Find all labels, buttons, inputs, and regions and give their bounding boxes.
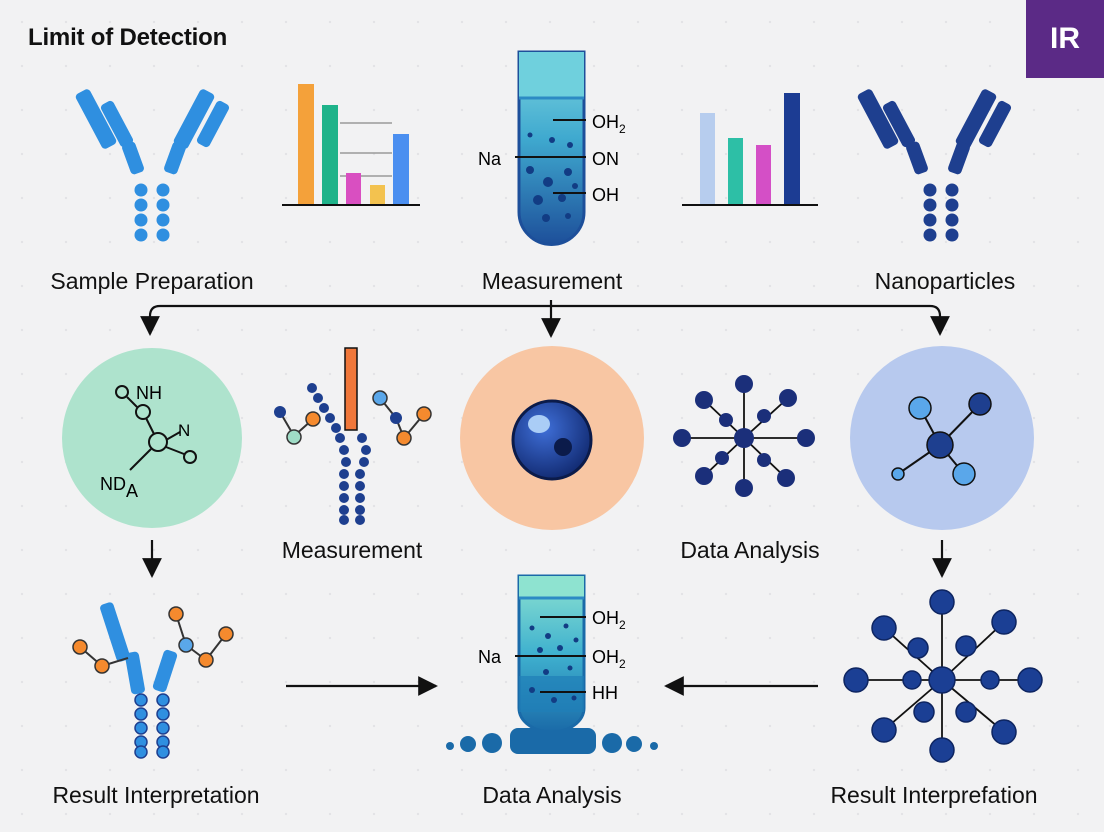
bar-chart-icon-right <box>682 93 818 206</box>
page-title: Limit of Detection <box>28 24 228 51</box>
bar-chart-icon-left <box>282 84 420 206</box>
tube-bottom-side-label: Na <box>478 647 502 667</box>
label-measurement-mid: Measurement <box>281 537 423 563</box>
molecule-circle-lavender <box>850 346 1034 530</box>
label-result-interpretation-left: Result Interpretation <box>52 782 260 808</box>
network-icon-bottom-right <box>843 589 1043 763</box>
label-measurement-top: Measurement <box>481 268 623 294</box>
label-sample-preparation: Sample Preparation <box>50 268 254 294</box>
antibody-bar-icon-middle <box>274 347 432 525</box>
brand-logo: IR <box>1026 0 1104 78</box>
molecule-atom-nh: NH <box>136 383 162 403</box>
tube-top-mark-1: OH2 <box>592 112 626 136</box>
tube-bottom-mark-3: HH <box>592 683 618 703</box>
antibody-icon-bottom-left <box>72 602 234 759</box>
nanoparticle-circle-peach <box>460 346 644 530</box>
branch-arrows <box>140 300 950 338</box>
molecule-atom-nd: ND <box>100 474 126 494</box>
network-icon-middle <box>673 375 815 497</box>
logo-text: IR <box>1050 22 1080 55</box>
label-result-interpretation-right: Result Interprefation <box>830 782 1038 808</box>
test-tube-icon-bottom <box>446 574 658 754</box>
antibody-icon-top-left <box>75 89 230 242</box>
test-tube-icon-top <box>515 50 586 246</box>
molecule-circle-green <box>62 348 242 528</box>
label-data-analysis-mid: Data Analysis <box>680 537 820 563</box>
label-data-analysis-bottom: Data Analysis <box>482 782 622 808</box>
tube-bottom-mark-2: OH2 <box>592 647 626 671</box>
down-arrows <box>142 540 952 578</box>
tube-top-side-label: Na <box>478 149 502 169</box>
tube-top-mark-2: ON <box>592 149 619 169</box>
tube-bottom-mark-1: OH2 <box>592 608 626 632</box>
label-nanoparticles: Nanoparticles <box>874 268 1016 294</box>
tube-top-mark-3: OH <box>592 185 619 205</box>
antibody-icon-top-right <box>857 89 1012 242</box>
molecule-atom-n: N <box>178 421 190 440</box>
molecule-atom-a: A <box>126 481 138 501</box>
